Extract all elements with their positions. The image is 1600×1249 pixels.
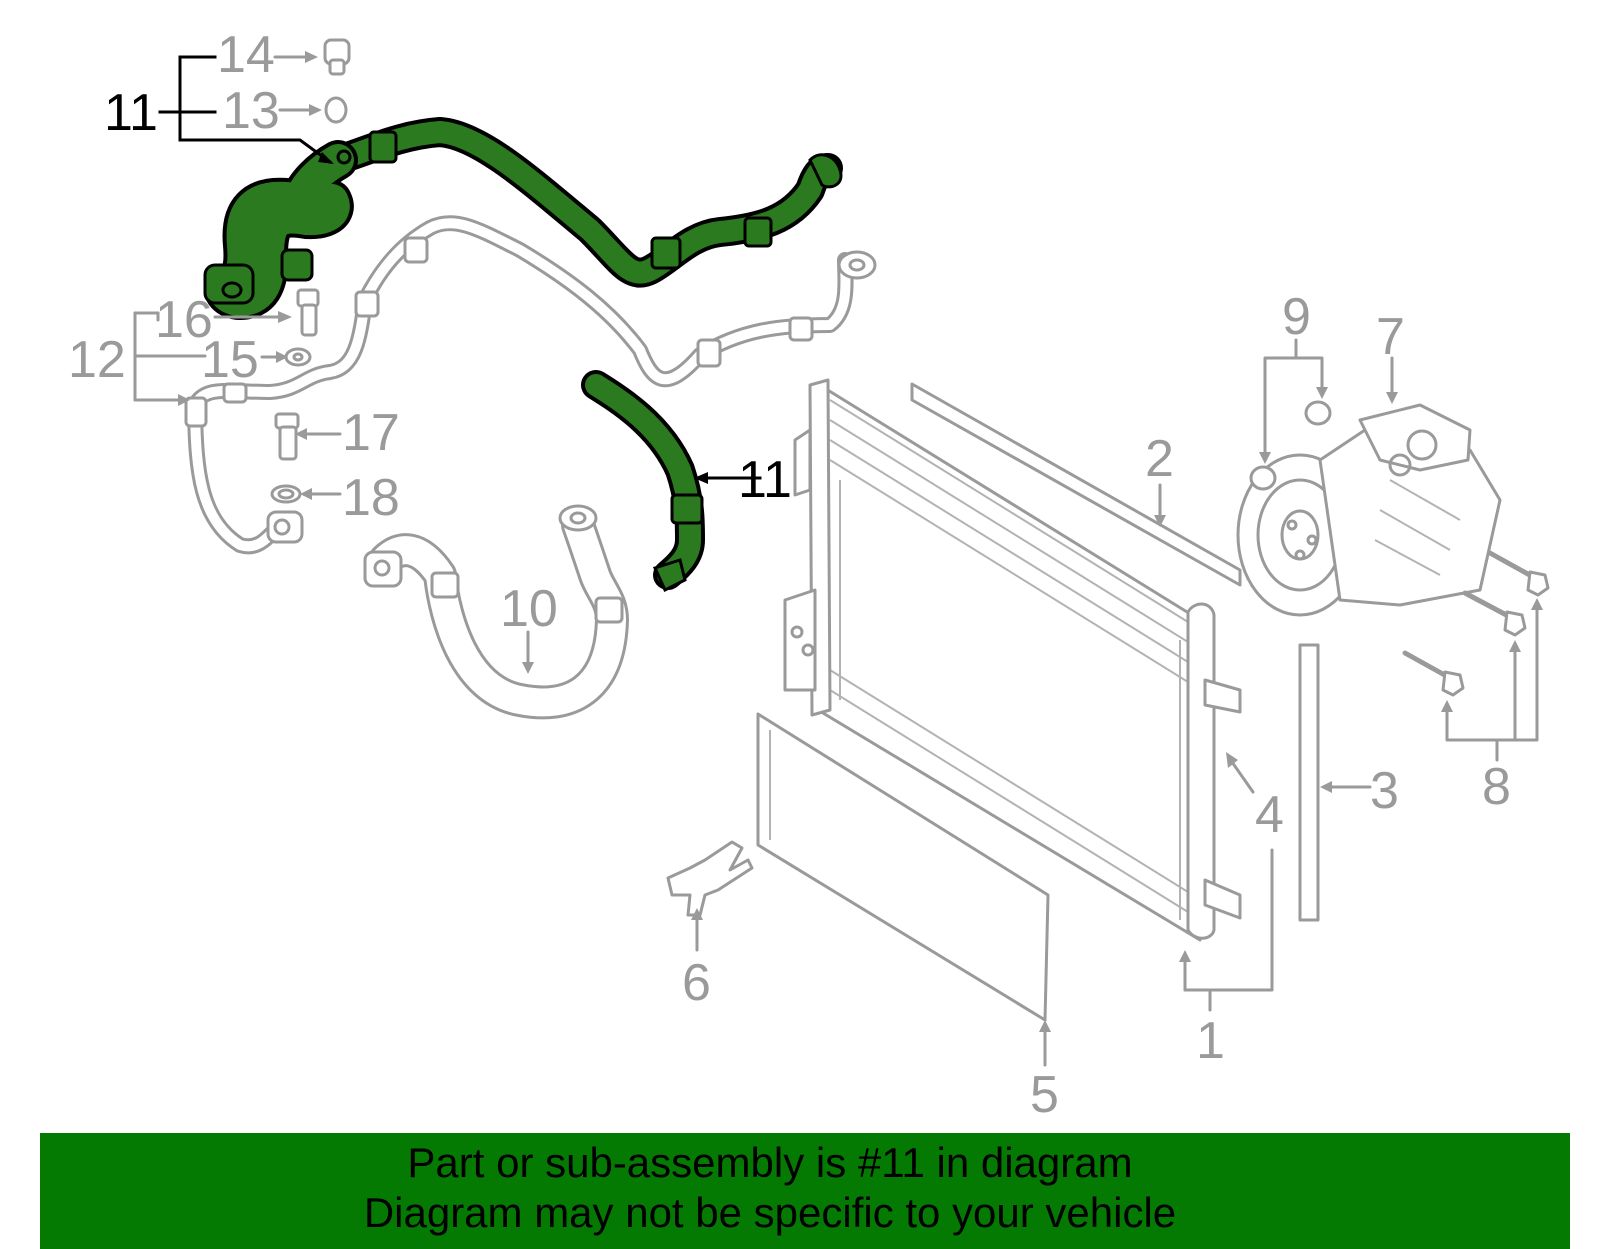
switch-17: [274, 412, 300, 461]
condenser-1: [783, 378, 1242, 942]
callout-1: 1: [1196, 1012, 1225, 1070]
bolts-8: [1402, 550, 1550, 697]
banner-line-disclaimer: Diagram may not be specific to your vehi…: [363, 1189, 1177, 1236]
callout-13: 13: [222, 82, 280, 140]
callout-labels: 11 14 13 16 12 15 17 18 11 10 2 9 7 3 4 …: [68, 26, 1511, 1124]
compressor-7: [1236, 403, 1502, 617]
callout-11-lower: 11: [738, 451, 792, 509]
ac-line-12: [184, 215, 877, 555]
seal-2: [910, 382, 1242, 587]
callout-14: 14: [217, 26, 275, 84]
seal-3: [1298, 643, 1320, 922]
callout-3: 3: [1370, 762, 1399, 820]
callout-16: 16: [155, 291, 213, 349]
info-banner: Part or sub-assembly is #11 in diagram D…: [40, 1133, 1570, 1249]
hose-10: [363, 504, 629, 720]
highlighted-hose-11-upper[interactable]: [203, 117, 843, 320]
callout-8: 8: [1482, 758, 1511, 816]
callout-10: 10: [500, 580, 558, 638]
callout-17: 17: [342, 404, 400, 462]
cap-14: [323, 38, 351, 76]
banner-line-part: Part or sub-assembly is #11 in diagram: [407, 1139, 1133, 1186]
callout-4: 4: [1255, 786, 1284, 844]
callout-6: 6: [682, 954, 711, 1012]
callout-5: 5: [1030, 1066, 1059, 1124]
leader-lines: [133, 51, 1543, 1067]
cap-13: [324, 96, 348, 124]
switch-16: [296, 288, 320, 337]
cap-9: [1249, 400, 1332, 491]
o-ring-15: [284, 347, 312, 367]
callout-11-upper: 11: [104, 84, 158, 142]
bracket-6: [666, 840, 754, 917]
callout-7: 7: [1376, 308, 1405, 366]
highlighted-hose-11-lower[interactable]: [581, 370, 705, 593]
callout-9: 9: [1282, 288, 1311, 346]
callout-12: 12: [68, 331, 126, 389]
callout-18: 18: [342, 469, 400, 527]
callout-15: 15: [201, 331, 259, 389]
o-ring-18: [270, 484, 302, 504]
callout-2: 2: [1145, 430, 1174, 488]
